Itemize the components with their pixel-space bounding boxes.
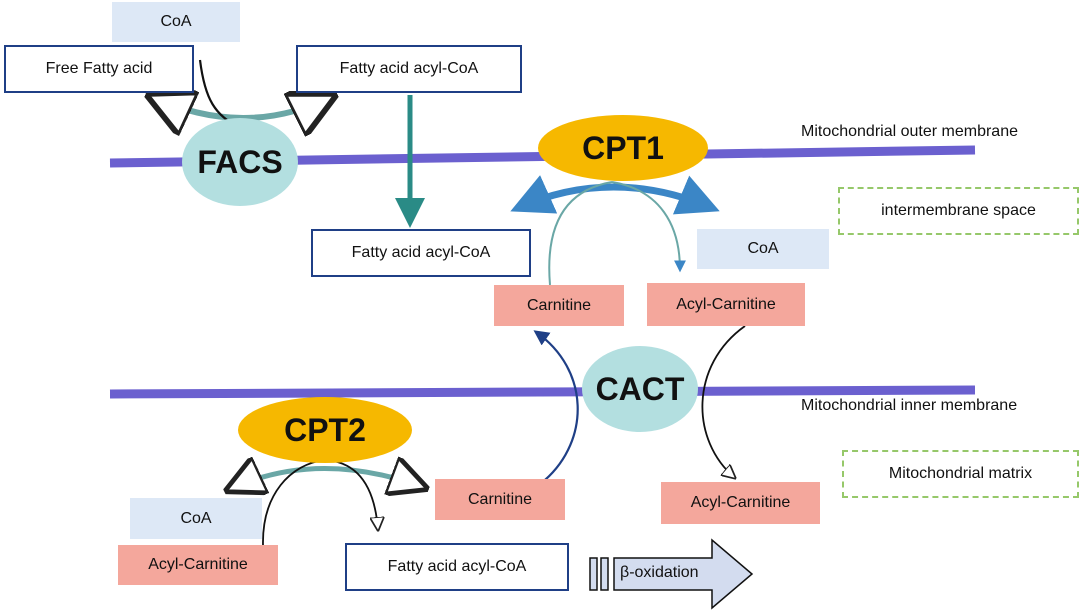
acyl-carnitine-box-bottom: Acyl-Carnitine xyxy=(118,545,278,585)
acyl-carnitine-import-arrow xyxy=(701,325,746,478)
facs-label: FACS xyxy=(197,143,283,180)
cpt2-label: CPT2 xyxy=(284,411,366,448)
acyl-carnitine-box-right: Acyl-Carnitine xyxy=(661,482,820,524)
cpt1-label: CPT1 xyxy=(582,129,664,166)
intermembrane-space-label: intermembrane space xyxy=(838,187,1079,235)
outer-membrane-label: Mitochondrial outer membrane xyxy=(801,123,1018,140)
coa-box-middle: CoA xyxy=(697,229,829,269)
coa-box-top: CoA xyxy=(112,2,240,42)
inner-membrane xyxy=(109,385,976,399)
cpt1-acyl-carnitine-out xyxy=(611,181,686,273)
mitochondrial-matrix-label: Mitochondrial matrix xyxy=(842,450,1079,498)
acyl-coa-box-top: Fatty acid acyl-CoA xyxy=(296,45,522,93)
cpt2-reaction-arrow xyxy=(228,468,425,490)
carnitine-box-upper: Carnitine xyxy=(494,285,624,326)
coa-box-bottom: CoA xyxy=(130,498,262,539)
cpt2-enzyme: CPT2 xyxy=(238,397,412,463)
cpt1-reaction-arrow xyxy=(510,175,720,215)
beta-oxidation-bar-2 xyxy=(600,557,609,591)
acyl-coa-box-middle: Fatty acid acyl-CoA xyxy=(311,229,531,277)
cact-enzyme: CACT xyxy=(582,346,698,432)
beta-oxidation-bar-1 xyxy=(589,557,598,591)
cpt1-enzyme: CPT1 xyxy=(538,115,708,181)
facs-reaction-arrow xyxy=(150,96,333,118)
facs-enzyme: FACS xyxy=(182,118,298,206)
acyl-carnitine-box-upper: Acyl-Carnitine xyxy=(647,283,805,326)
cpt1-carnitine-in xyxy=(548,181,613,286)
beta-oxidation-arrow xyxy=(613,538,754,610)
carnitine-export-arrow xyxy=(533,330,579,481)
carnitine-box-lower: Carnitine xyxy=(435,479,565,520)
cact-label: CACT xyxy=(595,370,685,407)
free-fatty-acid-box: Free Fatty acid xyxy=(4,45,194,93)
beta-oxidation-label: β-oxidation xyxy=(620,564,699,581)
acyl-coa-box-bottom: Fatty acid acyl-CoA xyxy=(345,543,569,591)
inner-membrane-label: Mitochondrial inner membrane xyxy=(801,397,1018,414)
